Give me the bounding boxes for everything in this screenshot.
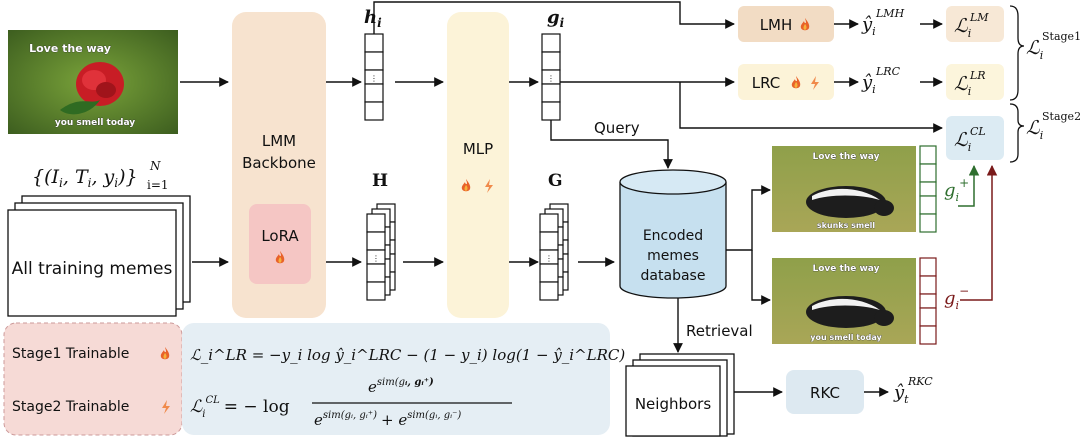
positive-arrow bbox=[958, 164, 980, 207]
svg-text:Stage1: Stage1 bbox=[1042, 30, 1080, 43]
svg-text:ŷi: ŷi bbox=[861, 14, 876, 38]
svg-text:ŷi: ŷi bbox=[861, 72, 876, 96]
stage2-trainable-label: Stage2 Trainable bbox=[12, 399, 129, 415]
svg-text:LMH: LMH bbox=[875, 7, 905, 20]
svg-text:ℒi: ℒi bbox=[954, 73, 971, 98]
stage1-trainable-label: Stage1 Trainable bbox=[12, 346, 129, 362]
svg-text:ŷt: ŷt bbox=[893, 382, 909, 406]
svg-text:ℒi: ℒi bbox=[1026, 117, 1043, 142]
all-training-memes-stack: All training memes bbox=[7, 195, 191, 317]
svg-text:hi: hi bbox=[364, 7, 382, 30]
svg-text:you smell today: you smell today bbox=[810, 333, 882, 342]
svg-text:CL: CL bbox=[970, 125, 986, 138]
svg-text:Backbone: Backbone bbox=[242, 154, 316, 172]
negative-embedding-vector bbox=[919, 257, 937, 345]
lmm-backbone-block: LMM Backbone LoRA bbox=[232, 12, 326, 318]
y-lrc-output: ŷi LRC bbox=[861, 65, 901, 96]
svg-text:G: G bbox=[548, 171, 563, 191]
g-minus-label: gi− bbox=[944, 284, 969, 312]
svg-text:LoRA: LoRA bbox=[261, 227, 299, 245]
rkc-block: RKC bbox=[786, 370, 864, 414]
svg-text:H: H bbox=[372, 171, 388, 191]
lora-block: LoRA bbox=[249, 204, 311, 284]
G-stack: G bbox=[540, 171, 568, 300]
svg-text:database: database bbox=[641, 268, 706, 284]
retrieval-label: Retrieval bbox=[686, 322, 753, 340]
y-lmh-output: ŷi LMH bbox=[861, 7, 905, 38]
meme-bottom-caption: you smell today bbox=[55, 118, 135, 128]
svg-text:ℒi: ℒi bbox=[954, 129, 971, 154]
legend-equations: ℒ_i^LR = −y_i log ŷ_i^LRC − (1 − y_i) lo… bbox=[182, 323, 625, 435]
neighbors-stack: Neighbors bbox=[625, 353, 735, 437]
mlp-block: MLP bbox=[447, 12, 509, 318]
query-label: Query bbox=[594, 119, 640, 137]
legend-trainable: Stage1 Trainable Stage2 Trainable bbox=[3, 322, 183, 436]
svg-text:ℒi: ℒi bbox=[1026, 37, 1043, 62]
lrc-head: LRC bbox=[738, 64, 834, 100]
svg-text:N: N bbox=[149, 159, 161, 173]
svg-text:LRC: LRC bbox=[752, 74, 781, 92]
meme-top-caption: Love the way bbox=[29, 42, 111, 55]
svg-text:{(Ii, Ti, yi)}: {(Ii, Ti, yi)} bbox=[32, 166, 138, 190]
y-rkc-output: ŷt RKC bbox=[893, 375, 933, 406]
negative-arrow bbox=[960, 164, 998, 301]
loss-stage1: ℒi Stage1 bbox=[1026, 30, 1080, 62]
lmh-head: LMH bbox=[738, 6, 834, 42]
svg-text:ℒi: ℒi bbox=[954, 15, 971, 40]
loss-lr: ℒi LR bbox=[946, 64, 1004, 100]
svg-text:Love the way: Love the way bbox=[813, 264, 880, 274]
svg-text:skunks smell: skunks smell bbox=[817, 221, 876, 230]
positive-meme-image: Love the way skunks smell bbox=[772, 146, 916, 232]
cl-loss-equation: ℒiCL= − log esim(gᵢ, gᵢ⁺) esim(gᵢ, gᵢ⁺)+… bbox=[190, 377, 512, 429]
svg-text:LR: LR bbox=[969, 69, 986, 82]
svg-text:RKC: RKC bbox=[810, 384, 840, 402]
g-plus-label: gi+ bbox=[944, 176, 969, 204]
svg-text:gi: gi bbox=[547, 7, 565, 30]
svg-text:ℒiCL= − log: ℒiCL= − log bbox=[190, 395, 290, 420]
svg-text:Stage2: Stage2 bbox=[1042, 110, 1080, 123]
svg-text:i=1: i=1 bbox=[147, 178, 169, 192]
negative-meme-image: Love the way you smell today bbox=[772, 258, 916, 344]
g-i-vector: gi bbox=[541, 7, 565, 121]
svg-text:LRC: LRC bbox=[875, 65, 901, 78]
svg-text:LM: LM bbox=[969, 11, 989, 24]
loss-lm: ℒi LM bbox=[946, 6, 1004, 42]
svg-text:Encoded: Encoded bbox=[643, 228, 703, 244]
svg-text:Neighbors: Neighbors bbox=[635, 395, 712, 413]
loss-cl: ℒi CL bbox=[946, 116, 1004, 160]
svg-text:esim(gᵢ, gᵢ⁺): esim(gᵢ, gᵢ⁺) bbox=[368, 377, 434, 396]
svg-text:LMM: LMM bbox=[262, 132, 296, 150]
flow-arrows bbox=[180, 1, 943, 397]
input-meme-image: Love the way you smell today bbox=[8, 30, 178, 134]
svg-text:MLP: MLP bbox=[463, 140, 493, 158]
encoded-memes-database: Encoded memes database bbox=[619, 169, 727, 299]
svg-text:LMH: LMH bbox=[760, 16, 793, 34]
svg-text:esim(gᵢ, gᵢ⁺)+ esim(gᵢ, gᵢ⁻): esim(gᵢ, gᵢ⁺)+ esim(gᵢ, gᵢ⁻) bbox=[314, 410, 461, 429]
dataset-notation: {(Ii, Ti, yi)} N i=1 bbox=[32, 159, 169, 192]
lr-loss-equation: ℒ_i^LR = −y_i log ŷ_i^LRC − (1 − y_i) lo… bbox=[190, 346, 625, 364]
loss-stage2: ℒi Stage2 bbox=[1026, 110, 1080, 142]
stage-braces bbox=[1009, 5, 1025, 163]
positive-embedding-vector bbox=[919, 145, 937, 233]
all-training-memes-label: All training memes bbox=[12, 259, 173, 279]
H-stack: H bbox=[367, 171, 395, 300]
svg-text:memes: memes bbox=[647, 248, 699, 264]
svg-text:RKC: RKC bbox=[907, 375, 933, 388]
svg-text:Love the way: Love the way bbox=[813, 152, 880, 162]
